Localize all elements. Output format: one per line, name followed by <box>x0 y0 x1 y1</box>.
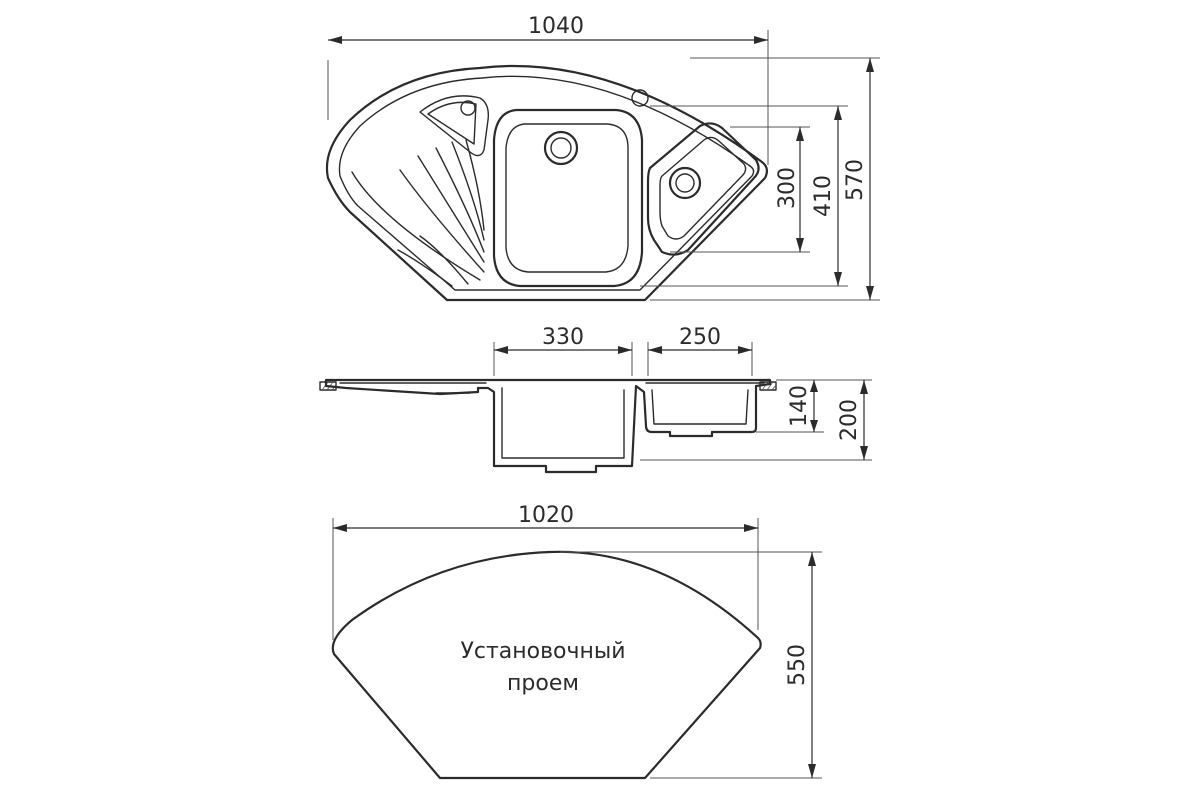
dim-main-bowl-height-label: 200 <box>837 399 862 441</box>
faucet-hole <box>631 89 649 107</box>
dim-small-bowl-width-label: 250 <box>679 325 721 350</box>
sink-inner-rim <box>338 75 755 291</box>
dim-depth-top-label: 570 <box>843 159 868 201</box>
sink-outer-outline <box>325 64 769 302</box>
cutout-outline <box>331 550 762 780</box>
dim-depth-top: 570 <box>650 57 880 301</box>
dim-main-bowl-width-label: 330 <box>542 325 584 350</box>
small-drain-inner <box>675 173 695 193</box>
drainboard-ribs <box>351 139 485 287</box>
side-view: 330 250 140 200 <box>319 325 872 474</box>
side-profile-outline <box>324 378 772 474</box>
cutout-view: Установочный проем 1020 550 <box>331 503 822 780</box>
dim-small-bowl-depth: 300 <box>670 126 810 253</box>
dim-width-top: 1040 <box>327 14 769 165</box>
corner-hole <box>460 100 476 116</box>
cutout-label-line1: Установочный <box>460 639 625 664</box>
small-bowl-outer <box>646 122 760 256</box>
dim-width-top-label: 1040 <box>528 14 584 39</box>
cutout-label-line2: проем <box>507 671 579 696</box>
dim-small-bowl-depth-label: 300 <box>775 167 800 209</box>
main-bowl-inner <box>505 123 629 273</box>
dim-cutout-width: 1020 <box>332 503 759 640</box>
main-drain-inner <box>550 137 572 159</box>
main-bowl-outer <box>492 108 644 288</box>
main-drain-outer <box>543 130 579 166</box>
corner-accessory-outline <box>419 95 490 157</box>
top-view: 1040 570 410 300 <box>325 14 880 302</box>
small-bowl-inner <box>659 136 747 240</box>
dim-small-bowl-height: 140 <box>756 379 824 433</box>
dim-bowl-depth-label: 410 <box>811 175 836 217</box>
dim-small-bowl-height-label: 140 <box>787 385 812 427</box>
dim-main-bowl-width: 330 <box>493 325 633 376</box>
dim-bowl-depth: 410 <box>640 105 848 287</box>
dim-cutout-depth-label: 550 <box>785 644 810 686</box>
dim-cutout-depth: 550 <box>560 551 822 779</box>
dim-small-bowl-width: 250 <box>647 325 753 376</box>
small-drain-outer <box>668 166 702 200</box>
dim-main-bowl-height: 200 <box>640 379 872 461</box>
dim-cutout-width-label: 1020 <box>518 503 574 528</box>
